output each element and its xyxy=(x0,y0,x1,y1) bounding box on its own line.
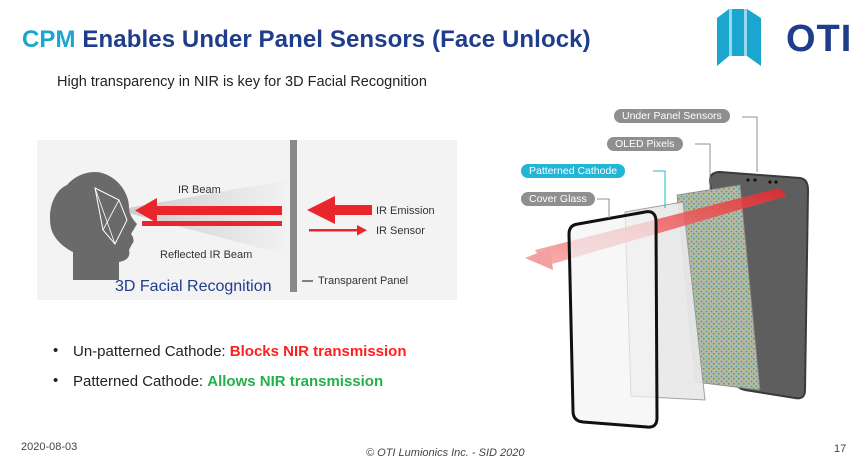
footer-date: 2020-08-03 xyxy=(21,441,78,453)
transparent-panel-label: Transparent Panel xyxy=(318,275,409,287)
ir-emission-label: IR Emission xyxy=(376,205,435,217)
ir-beam-label: IR Beam xyxy=(178,184,221,196)
list-item: Patterned Cathode: Allows NIR transmissi… xyxy=(53,372,407,403)
bullet-list: Un-patterned Cathode: Blocks NIR transmi… xyxy=(53,342,407,403)
face-ir-diagram xyxy=(37,140,457,300)
head-silhouette-icon xyxy=(49,172,137,280)
facial-recognition-caption: 3D Facial Recognition xyxy=(115,278,272,295)
oled-pixels-tag: OLED Pixels xyxy=(607,137,683,151)
oti-logo-icon xyxy=(717,9,761,66)
slide-title: CPM Enables Under Panel Sensors (Face Un… xyxy=(22,26,591,54)
footer-copyright: © OTI Lumionics Inc. - SID 2020 xyxy=(366,447,525,459)
cover-glass xyxy=(567,210,659,429)
bullet-emphasis: Blocks NIR transmission xyxy=(229,343,407,360)
slide-subtitle: High transparency in NIR is key for 3D F… xyxy=(57,74,427,90)
logo-text: OTI xyxy=(786,18,853,60)
bullet-emphasis: Allows NIR transmission xyxy=(207,373,384,390)
title-cpm: CPM xyxy=(22,26,76,53)
page-number: 17 xyxy=(834,443,847,455)
patterned-cathode-tag: Patterned Cathode xyxy=(521,164,626,178)
title-rest: Enables Under Panel Sensors (Face Unlock… xyxy=(82,26,591,53)
reflected-ir-beam-label: Reflected IR Beam xyxy=(160,249,253,261)
ir-sensor-label: IR Sensor xyxy=(376,225,425,237)
bullet-prefix: Un-patterned Cathode: xyxy=(73,343,230,360)
under-panel-sensors-tag: Under Panel Sensors xyxy=(614,109,730,123)
display-stack-diagram xyxy=(525,116,810,429)
bullet-prefix: Patterned Cathode: xyxy=(73,373,208,390)
list-item: Un-patterned Cathode: Blocks NIR transmi… xyxy=(53,342,407,373)
cover-glass-tag: Cover Glass xyxy=(521,192,595,206)
